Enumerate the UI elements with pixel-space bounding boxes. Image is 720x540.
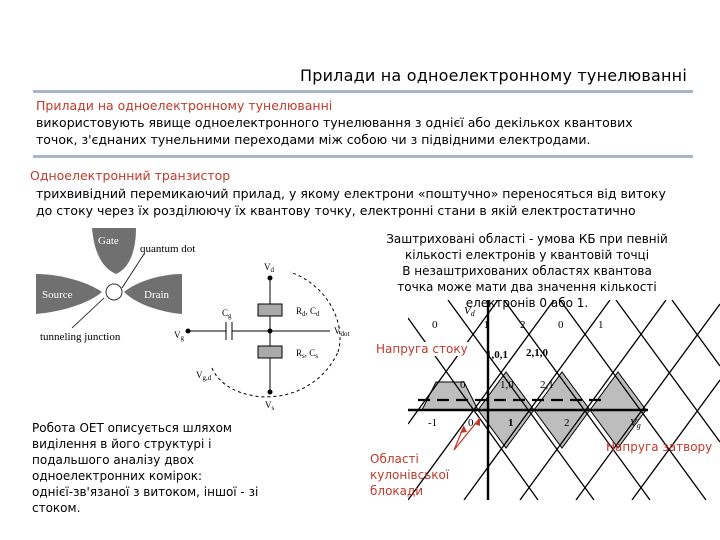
circuit-cg-label: Cg — [222, 308, 232, 320]
quantum-dot — [105, 283, 123, 301]
mid-label-0: 0 — [460, 379, 466, 391]
x-axis-label: Vg — [630, 417, 641, 430]
label-coulomb-blockade: Області кулонівської блокади — [370, 451, 449, 499]
tunneling-junction-pointer — [71, 297, 105, 329]
bottom-label-3: 2 — [564, 417, 570, 429]
mid-label-2: 2,1 — [540, 379, 554, 391]
circuit-dashed-arc — [211, 351, 339, 398]
source-label: Source — [42, 289, 73, 301]
blockade-diamond-neg1 — [421, 381, 479, 411]
circuit-vgd-label: Vg,d — [196, 370, 212, 382]
device-diagram: Gate quantum dot Source Drain tunneling … — [32, 222, 222, 346]
section2-heading: Одноелектронний транзистор — [30, 168, 231, 183]
circuit-vd-label: Vd — [264, 262, 275, 274]
top-label-0: 0 — [432, 319, 438, 331]
circuit-vs-label: Vs — [265, 400, 275, 412]
note-right-line4: точка може мати два значення кількості — [397, 280, 657, 294]
top-label-1: 1 — [484, 319, 490, 331]
top-label-4: 1 — [598, 319, 604, 331]
top-label-3: 0 — [558, 319, 564, 331]
tunneling-junction-label: tunneling junction — [40, 331, 121, 343]
note-left-line2: виділення в його структурі і — [32, 437, 212, 451]
stability-diagram-svg: Vd Vg 0 1 2 0 1 1,0,1 2,1,0 0 1,0 2,1 -1… — [407, 299, 720, 501]
section1-body-line1: використовують явище одноелектронного ту… — [36, 115, 633, 130]
circuit-vdot-label: Vdot — [334, 326, 350, 338]
title-divider — [33, 90, 693, 93]
section2-body-line1: трихвивідний перемикаючий прилад, у яком… — [36, 186, 666, 201]
quantum-dot-label: quantum dot — [140, 243, 195, 255]
section-divider — [33, 155, 693, 158]
top-label-2: 2 — [520, 319, 526, 331]
drain-electrode — [124, 274, 182, 314]
label-blockade-line2: кулонівської — [370, 468, 450, 482]
bottom-label-1: 0 — [468, 417, 474, 429]
arrowhead-2 — [474, 418, 480, 426]
circuit-vg-label: Vg — [174, 330, 185, 342]
note-left-line5: однієї-зв'язаної з витоком, іншої - зі — [32, 485, 259, 499]
note-left-line3: подальшого аналізу двох — [32, 453, 195, 467]
drain-label: Drain — [144, 289, 170, 301]
circuit-svg: Vd Vs Vg Cg Rd, Cd Rs, Cs Vdot Vg,d — [174, 262, 350, 412]
y-axis-label: Vd — [464, 305, 476, 318]
bottom-label-0: -1 — [428, 417, 437, 429]
note-right-line5: електронів 0 або 1. — [465, 296, 589, 310]
device-diagram-svg: Gate quantum dot Source Drain tunneling … — [36, 228, 195, 343]
mid-label-1: 1,0 — [500, 379, 514, 391]
slide-title: Прилади на одноелектронному тунелюванні — [300, 66, 687, 85]
note-right-line2: кількості електронів у квантовій точці — [404, 248, 650, 262]
circuit-rs-cs-label: Rs, Cs — [296, 348, 318, 360]
label-blockade-line3: блокади — [370, 484, 424, 498]
quantum-dot-pointer — [121, 253, 145, 289]
source-electrode — [36, 274, 102, 314]
note-left-line1: Робота ОЕТ описується шляхом — [32, 421, 232, 435]
circuit-dashed-arc-upper — [289, 271, 341, 353]
label-drain-voltage: Напруга стоку — [376, 342, 468, 356]
gate-electrode — [92, 228, 136, 274]
upper-label-0: 1,0,1 — [486, 349, 508, 361]
stability-diagram: Vd Vg 0 1 2 0 1 1,0,1 2,1,0 0 1,0 2,1 -1… — [407, 299, 720, 501]
bottom-label-2: 1 — [508, 417, 514, 429]
upper-label-1: 2,1,0 — [526, 347, 549, 359]
label-blockade-line1: Області — [370, 452, 419, 466]
gate-label: Gate — [98, 235, 119, 247]
label-gate-voltage: Напруга затвору — [606, 440, 713, 454]
arrowhead-1 — [460, 426, 467, 433]
note-left-line6: стоком. — [32, 501, 81, 515]
region-labels: 0 1 2 0 1 1,0,1 2,1,0 0 1,0 2,1 -1 0 1 2 — [428, 319, 604, 429]
section1-heading: Прилади на одноелектронному тунелюванні — [36, 98, 333, 113]
note-right-line3: В незаштрихованих областях квантова — [402, 264, 652, 278]
note-right-line1: Заштриховані області - умова КБ при певн… — [386, 232, 668, 246]
note-left: Робота ОЕТ описується шляхом виділення в… — [32, 420, 332, 516]
note-left-line4: одноелектронних комірок: — [32, 469, 203, 483]
circuit-rd-cd-label: Rd, Cd — [296, 306, 320, 318]
section1-body-line2: точок, з'єднаних тунельними переходами м… — [36, 132, 591, 147]
equivalent-circuit: Vd Vs Vg Cg Rd, Cd Rs, Cs Vdot Vg,d — [170, 256, 360, 416]
note-right: Заштриховані області - умова КБ при певн… — [366, 231, 688, 311]
section2-body-line2: до стоку через їх розділюючу їх квантову… — [36, 203, 636, 218]
